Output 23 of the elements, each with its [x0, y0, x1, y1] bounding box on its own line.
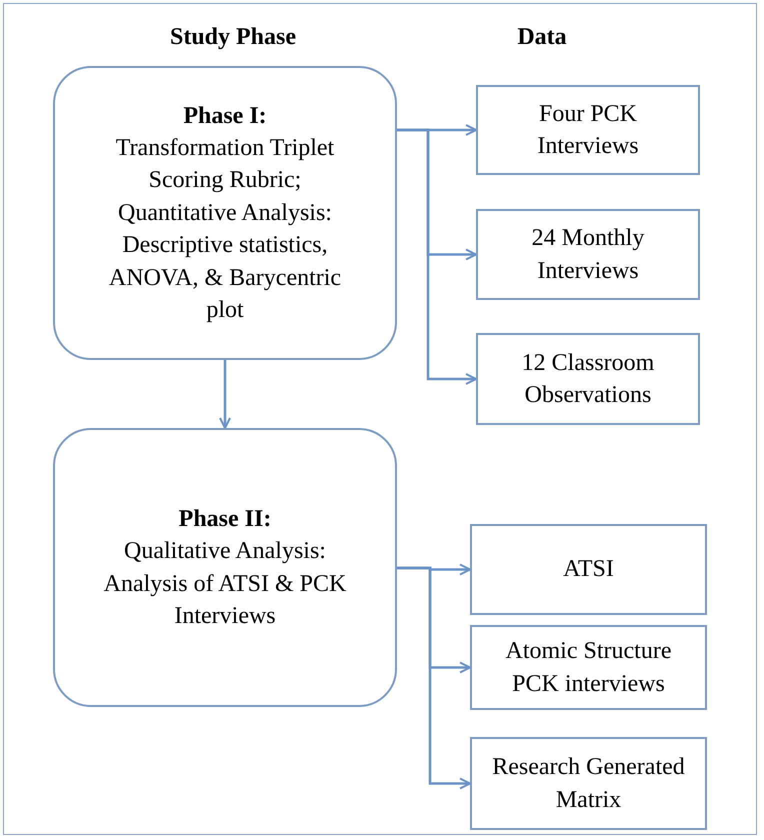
data-label: Atomic Structure PCK interviews [504, 637, 672, 698]
data-box [470, 524, 707, 615]
column-heading: Data [517, 24, 567, 51]
data-box [470, 625, 707, 710]
phase-description: Qualitative Analysis: Analysis of ATSI & PCK Interviews [102, 537, 348, 631]
data-box [470, 737, 707, 830]
arrow [397, 128, 477, 385]
phase-box [53, 428, 397, 707]
arrow [397, 566, 471, 790]
phase-title: Phase I: [183, 102, 267, 131]
phase-title: Phase II: [178, 504, 272, 534]
phase-description: Transformation Triplet Scoring Rubric; Quantitative Analysis: Descriptive statistics, ANOVA, & Barycentric plot [108, 134, 342, 325]
arrow [219, 360, 231, 429]
data-label: Four PCK Interviews [536, 100, 640, 161]
data-box [476, 209, 700, 300]
data-box [476, 85, 700, 175]
data-label: Research Generated Matrix [491, 753, 686, 814]
data-box [476, 333, 700, 425]
data-label: 24 Monthly Interviews [530, 224, 646, 286]
data-label: ATSI [563, 555, 614, 584]
column-heading: Study Phase [170, 24, 296, 51]
data-label: 12 Classroom Observations [520, 348, 656, 410]
phase-box [53, 66, 397, 360]
